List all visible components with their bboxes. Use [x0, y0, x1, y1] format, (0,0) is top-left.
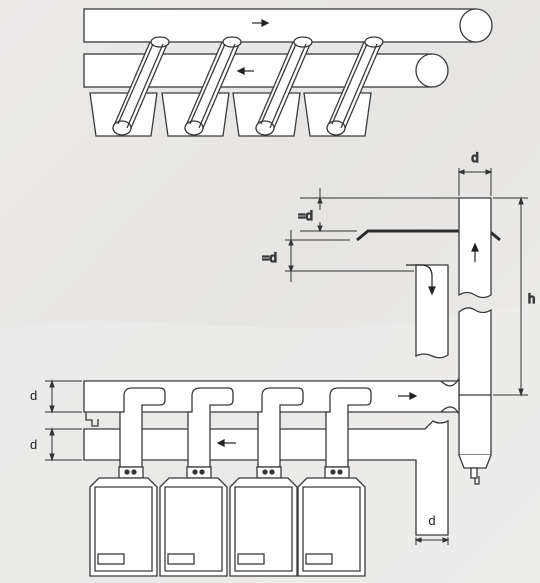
- connector-3: [257, 387, 304, 468]
- dimension-label-h: h: [528, 291, 535, 306]
- dimension-label-d-bottom: d: [428, 513, 435, 528]
- arrow-left-icon: [216, 439, 236, 447]
- intake-pipe: [415, 264, 449, 359]
- connector-2: [187, 387, 234, 468]
- top-slanted-ducts: [112, 36, 384, 136]
- boiler-connectors: [119, 387, 372, 468]
- boiler-unit-3: [229, 466, 298, 577]
- dimension-label-d-left-upper: d: [30, 388, 37, 403]
- arrow-left-icon: [236, 67, 254, 75]
- boiler-units: [89, 466, 366, 577]
- vertical-exhaust-pipe: [458, 197, 492, 485]
- lower-manifold-pipe: [83, 419, 449, 536]
- boiler-unit-2: [159, 466, 228, 577]
- dimension-label-d-top: d: [471, 150, 478, 165]
- dimension-label-d-left-lower: d: [30, 437, 37, 452]
- condensate-trap-left: [85, 412, 99, 427]
- slanted-duct-1: [112, 36, 170, 136]
- connector-4: [325, 387, 372, 468]
- manifold-assembly: d d d: [30, 377, 460, 577]
- dimension-lines: [285, 168, 528, 397]
- upper-horizontal-pipe: [83, 8, 493, 43]
- boiler-unit-1: [89, 466, 158, 577]
- slanted-duct-2: [184, 36, 242, 136]
- boiler-unit-4: [297, 466, 366, 577]
- dimension-label-inlet-gap: =d: [298, 208, 313, 223]
- top-illustration: [83, 8, 493, 137]
- arrow-down-icon: [406, 264, 436, 296]
- dimension-label-outlet-gap: =d: [262, 250, 277, 265]
- slanted-duct-4: [326, 36, 384, 136]
- arrow-right-icon: [398, 392, 418, 400]
- left-dimension-lines: [45, 379, 450, 545]
- roof-plate: [356, 229, 501, 242]
- vertical-flue-assembly: d =d =d h: [261, 149, 536, 485]
- top-flow-arrows: [236, 19, 270, 75]
- arrow-right-icon: [252, 19, 270, 27]
- slanted-duct-3: [255, 36, 313, 136]
- connector-1: [119, 387, 166, 468]
- arrow-up-icon: [471, 242, 479, 262]
